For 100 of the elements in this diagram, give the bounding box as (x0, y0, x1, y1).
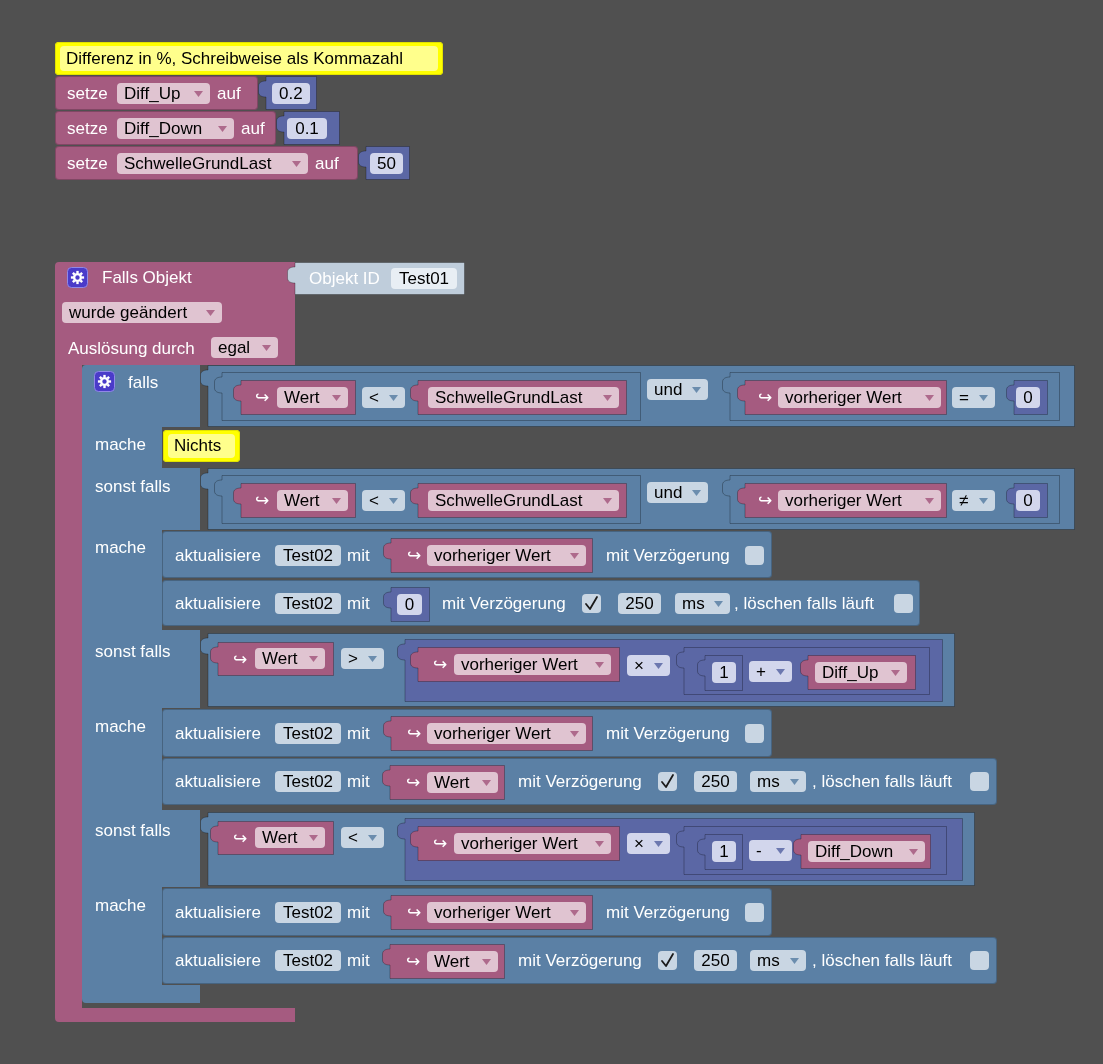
block-label: Falls Objekt (102, 267, 192, 288)
dropdown: ms (750, 771, 806, 792)
dropdown: Wert (427, 772, 498, 793)
block-label: ↪ (233, 828, 248, 849)
dropdown: Diff_Down (117, 118, 234, 139)
block-label: mit (347, 902, 370, 923)
block-label: mache (95, 434, 147, 455)
input-field: 0.2 (272, 83, 310, 104)
logic-operation-block (200, 365, 1075, 427)
dropdown: - (749, 840, 792, 861)
variable-block (793, 834, 931, 869)
block-label: aktualisiere (175, 593, 261, 614)
input-field: 1 (712, 662, 736, 683)
event-value-block (382, 765, 505, 800)
arithmetic-block (676, 647, 930, 695)
arithmetic-block (397, 818, 963, 881)
input-field: 50 (370, 153, 403, 174)
dropdown: und (647, 379, 708, 400)
block-label: mit Verzögerung (606, 723, 730, 744)
dropdown: ms (675, 593, 730, 614)
block-label: , löschen falls läuft (812, 950, 952, 971)
block-label: aktualisiere (175, 902, 261, 923)
comparison-block (200, 812, 975, 886)
dropdown: Wert (255, 827, 325, 848)
event-value-block (383, 716, 593, 751)
block-label: ↪ (407, 902, 422, 923)
dropdown: < (362, 490, 405, 511)
input-field: 250 (694, 771, 737, 792)
dropdown: SchwelleGrundLast (428, 490, 619, 511)
block-label: aktualisiere (175, 950, 261, 971)
dropdown: Diff_Down (808, 841, 925, 862)
arithmetic-block (397, 639, 943, 702)
block-label: mit Verzögerung (606, 902, 730, 923)
dropdown: > (341, 648, 384, 669)
dropdown: + (749, 661, 792, 682)
block-label: ↪ (758, 387, 773, 408)
comparison-block (214, 475, 641, 524)
dropdown: × (627, 833, 670, 854)
block-label: , löschen falls läuft (734, 593, 874, 614)
comparison-block (722, 475, 1060, 524)
block-label: mache (95, 537, 147, 558)
dropdown: SchwelleGrundLast (117, 153, 308, 174)
block-label: aktualisiere (175, 545, 261, 566)
logic-operation-block (200, 468, 1075, 530)
arithmetic-block (676, 826, 947, 875)
input-field: Test02 (275, 950, 341, 971)
dropdown: < (362, 387, 405, 408)
event-value-block (382, 944, 505, 979)
block-label: ↪ (406, 951, 421, 972)
block-label: falls (128, 372, 159, 393)
block-label: ↪ (255, 387, 270, 408)
block-label: ↪ (433, 654, 448, 675)
comment-text: Differenz in %, Schreibweise als Kommazahl (60, 46, 438, 71)
block-label: ↪ (255, 490, 270, 511)
dropdown: Diff_Up (117, 83, 210, 104)
update-state-block (162, 937, 997, 984)
event-value-block (737, 483, 947, 518)
block-label: mit Verzögerung (606, 545, 730, 566)
dropdown: vorheriger Wert (427, 902, 586, 923)
dropdown: wurde geändert (62, 302, 222, 323)
block-label: mit (347, 593, 370, 614)
dropdown: < (341, 827, 384, 848)
comparison-block (214, 372, 641, 421)
input-field: 0 (1016, 387, 1040, 408)
dropdown: und (647, 482, 708, 503)
event-value-block (233, 380, 356, 415)
comparison-block (200, 633, 955, 707)
update-state-block (162, 758, 997, 805)
dropdown: Wert (255, 648, 325, 669)
block-label: mit Verzögerung (518, 950, 642, 971)
block-label: ↪ (233, 649, 248, 670)
dropdown: vorheriger Wert (427, 545, 586, 566)
input-field: Test01 (391, 268, 457, 289)
dropdown: vorheriger Wert (427, 723, 586, 744)
set-variable-block (55, 111, 276, 145)
number-block (258, 76, 317, 110)
input-field: 0 (397, 594, 422, 615)
block-label: ↪ (406, 772, 421, 793)
block-label: mit (347, 950, 370, 971)
block-label: mache (95, 895, 147, 916)
number-block (383, 587, 430, 622)
event-value-block (210, 821, 334, 855)
comparison-block (722, 372, 1060, 421)
variable-block (800, 655, 916, 690)
block-label: ↪ (407, 545, 422, 566)
block-label: mache (95, 716, 147, 737)
block-label: auf (315, 153, 339, 174)
block-label: setze (67, 153, 108, 174)
dropdown: Wert (427, 951, 498, 972)
dropdown: vorheriger Wert (454, 833, 611, 854)
input-field: Test02 (275, 723, 341, 744)
block-label: sonst falls (95, 820, 171, 841)
dropdown: vorheriger Wert (454, 654, 611, 675)
input-field: 250 (618, 593, 661, 614)
block-label: mit Verzögerung (518, 771, 642, 792)
dropdown: vorheriger Wert (778, 387, 941, 408)
block-label: sonst falls (95, 641, 171, 662)
block-label: mit (347, 545, 370, 566)
input-field: 0 (1016, 490, 1040, 511)
dropdown: Wert (277, 387, 348, 408)
